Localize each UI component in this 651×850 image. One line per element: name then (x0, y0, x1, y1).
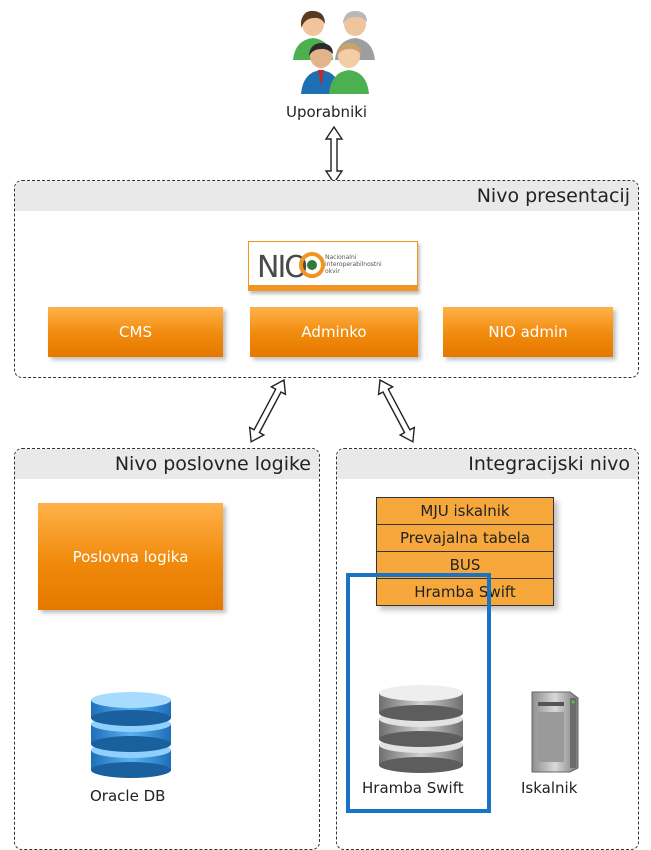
nio-logo-subtitle-2: interoperabilnostni (325, 261, 382, 268)
swift-storage-label: Hramba Swift (362, 779, 464, 797)
presentation-business-arrow (248, 378, 287, 443)
business-logic-box: Poslovna logika (38, 503, 223, 610)
stack-row: Prevajalna tabela (377, 525, 553, 552)
nio-logo-target-icon (299, 252, 325, 278)
nio-logo-bar (249, 285, 417, 290)
oracle-db-label: Oracle DB (90, 787, 166, 805)
business-tier-header (15, 449, 319, 479)
server-label: Iskalnik (521, 779, 578, 797)
integration-tier-header (337, 449, 638, 479)
swift-highlight-frame (346, 573, 491, 813)
users-presentation-arrow (324, 125, 344, 185)
nio-admin-box: NIO admin (443, 307, 613, 357)
business-tier-title: Nivo poslovne logike (114, 453, 311, 475)
stack-row: BUS (377, 552, 553, 579)
cms-box: CMS (48, 307, 223, 357)
server-icon (531, 691, 579, 773)
users-group-icon (293, 10, 375, 94)
oracle-db-icon (91, 692, 171, 778)
nio-logo-subtitle-3: okvir (325, 268, 340, 275)
presentation-integration-arrow (377, 378, 416, 443)
integration-tier-title: Integracijski nivo (468, 453, 630, 475)
users-label: Uporabniki (286, 103, 368, 121)
stack-row: MJU iskalnik (377, 498, 553, 525)
integration-stack: MJU iskalnik Prevajalna tabela BUS Hramb… (376, 497, 554, 606)
swift-storage-icon (379, 685, 463, 773)
presentation-tier-title: Nivo presentacij (476, 185, 630, 207)
nio-logo: NIO Nacionalni interoperabilnostni okvir (248, 241, 418, 291)
adminko-box: Adminko (250, 307, 418, 357)
presentation-tier-header (15, 181, 638, 211)
nio-logo-subtitle-1: Nacionalni (325, 254, 357, 261)
